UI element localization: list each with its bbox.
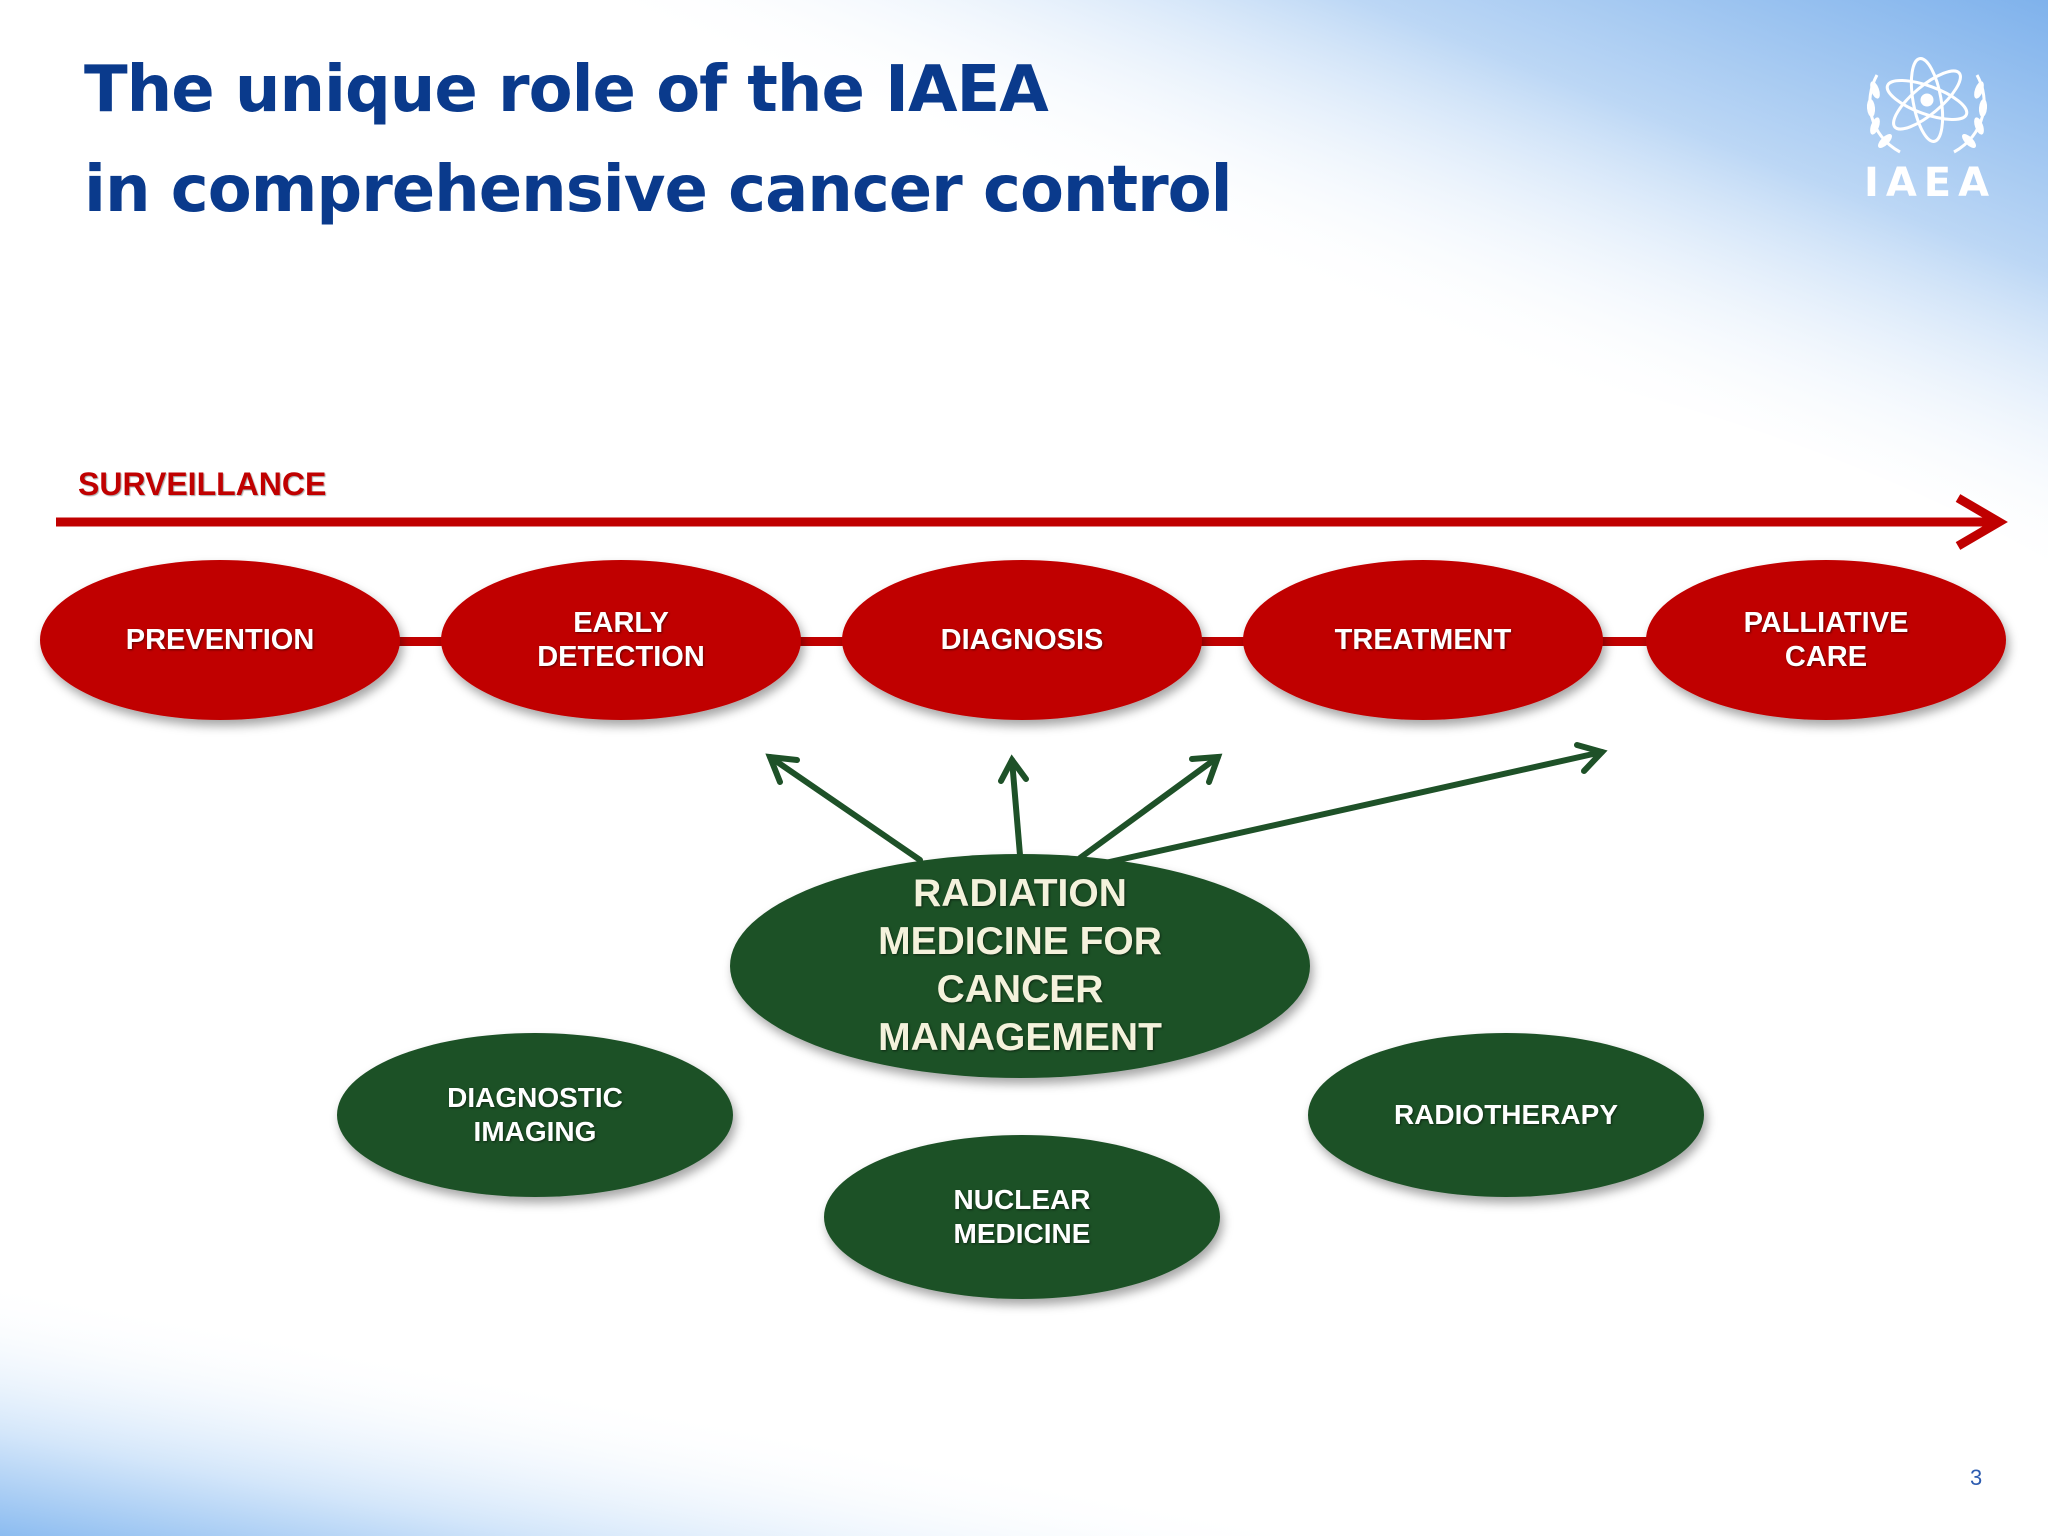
stage-connectors bbox=[395, 637, 1650, 646]
modality-label-nuclear-medicine: NUCLEAR MEDICINE bbox=[953, 1184, 1091, 1249]
modality-diagnostic-imaging bbox=[337, 1033, 733, 1197]
arrow-to-palliative-care bbox=[1102, 742, 1608, 866]
slide-title: The unique role of the IAEA in comprehen… bbox=[84, 40, 1233, 240]
stage-diagnosis bbox=[842, 560, 1202, 720]
stage-palliative-care bbox=[1646, 560, 2006, 720]
arrow-to-early-detection bbox=[765, 753, 923, 863]
stage-label-treatment: TREATMENT bbox=[1334, 624, 1512, 656]
surveillance-arrow bbox=[56, 494, 2008, 550]
title-line-2: in comprehensive cancer control bbox=[84, 153, 1233, 227]
modality-nuclear-medicine bbox=[824, 1135, 1220, 1299]
iaea-emblem-icon bbox=[1866, 57, 1988, 154]
stage-label-diagnosis: DIAGNOSIS bbox=[940, 624, 1104, 656]
title-line-1: The unique role of the IAEA bbox=[84, 53, 1049, 127]
modality-label-diagnostic-imaging: DIAGNOSTIC IMAGING bbox=[447, 1082, 623, 1147]
radiation-medicine-node bbox=[730, 854, 1310, 1078]
page-number: 3 bbox=[1970, 1465, 1983, 1490]
radiation-medicine-label: RADIATION MEDICINE FOR CANCER MANAGEMENT bbox=[878, 872, 1162, 1059]
stage-prevention bbox=[40, 560, 400, 720]
stage-label-early-detection: EARLY DETECTION bbox=[537, 607, 705, 673]
modality-label-radiotherapy: RADIOTHERAPY bbox=[1393, 1099, 1618, 1130]
radiation-medicine-arrows bbox=[765, 742, 1608, 866]
arrow-to-treatment bbox=[1077, 753, 1223, 861]
stage-label-prevention: PREVENTION bbox=[125, 624, 315, 656]
iaea-logo-text: IAEA bbox=[1863, 160, 1997, 206]
stage-label-palliative-care: PALLIATIVE CARE bbox=[1743, 607, 1909, 673]
surveillance-label: SURVEILLANCE bbox=[78, 466, 327, 502]
arrow-to-diagnosis bbox=[998, 754, 1029, 858]
stage-treatment bbox=[1243, 560, 1603, 720]
modality-radiotherapy bbox=[1308, 1033, 1704, 1197]
stage-early-detection bbox=[441, 560, 801, 720]
